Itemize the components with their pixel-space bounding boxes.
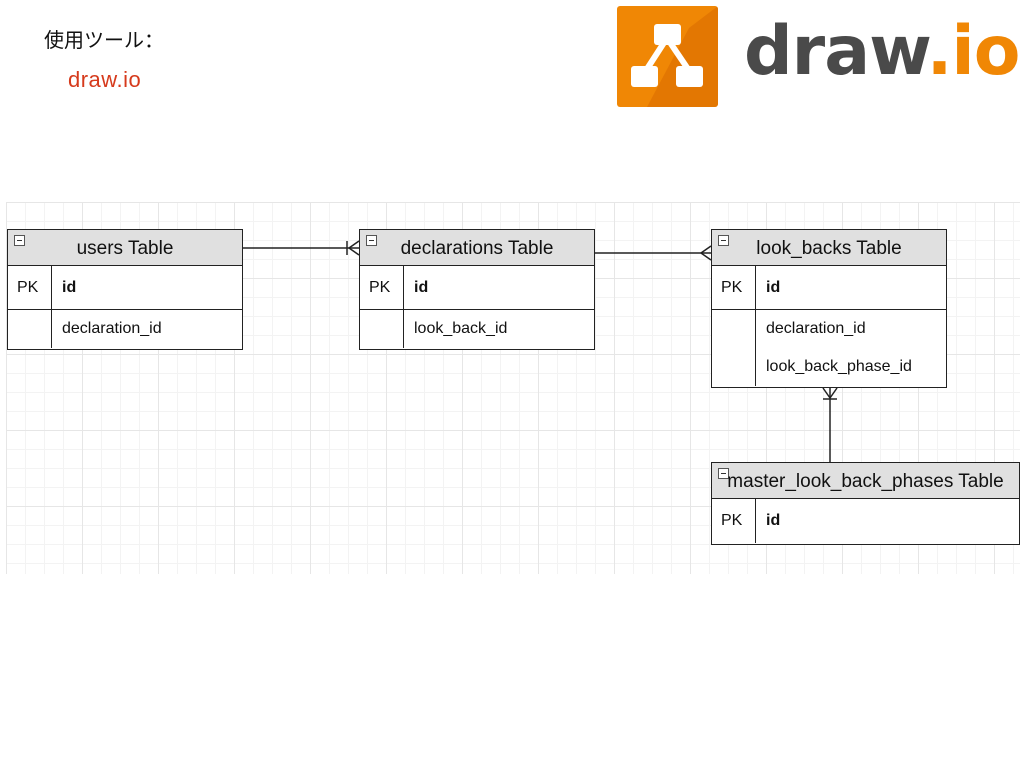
pk-label: PK [369,279,391,296]
pk-field: id [766,512,781,529]
field-name: declaration_id [62,320,162,337]
entity-header[interactable]: declarations Table [360,230,594,266]
key-column: PK [360,266,404,309]
pk-field: id [766,279,781,296]
field-name: look_back_id [414,320,508,337]
key-column: PK [712,266,756,309]
wordmark-word: draw [744,12,928,91]
tool-name: draw.io [68,67,142,92]
drawio-wordmark: draw.io [744,18,1020,86]
field-rows[interactable]: declaration_id look_back_phase_id [712,310,946,386]
key-column [712,310,756,386]
entity-header[interactable]: look_backs Table [712,230,946,266]
field-name: look_back_phase_id [766,358,912,375]
pk-row[interactable]: PK id [360,266,594,310]
entity-declarations[interactable]: declarations Table PK id look_back_id [359,229,595,350]
field-rows[interactable]: look_back_id [360,310,594,348]
pk-label: PK [721,512,743,529]
drawio-logo: draw.io [614,6,1020,108]
pk-field: id [62,279,77,296]
key-column [360,310,404,348]
field-rows[interactable]: declaration_id [8,310,242,348]
key-column: PK [712,499,756,543]
wordmark-suffix: .io [926,12,1021,91]
pk-row[interactable]: PK id [712,499,1019,543]
entity-title: look_backs Table [756,238,902,259]
entity-header[interactable]: master_look_back_phases Table [712,463,1019,499]
key-column: PK [8,266,52,309]
entity-title: declarations Table [400,238,554,259]
collapse-icon[interactable] [718,468,729,479]
pk-row[interactable]: PK id [8,266,242,310]
entity-header[interactable]: users Table [8,230,242,266]
entity-master-look-back-phases[interactable]: master_look_back_phases Table PK id [711,462,1020,545]
pk-label: PK [17,279,39,296]
collapse-icon[interactable] [366,235,377,246]
field-name: declaration_id [766,320,866,337]
pk-field: id [414,279,429,296]
collapse-icon[interactable] [14,235,25,246]
collapse-icon[interactable] [718,235,729,246]
entity-title: users Table [76,238,174,259]
drawio-logo-icon [617,6,718,107]
entity-look-backs[interactable]: look_backs Table PK id declaration_id lo… [711,229,947,388]
pk-row[interactable]: PK id [712,266,946,310]
tool-label: 使用ツール： [44,30,164,52]
entity-title: master_look_back_phases Table [727,471,1004,492]
key-column [8,310,52,348]
tool-caption: 使用ツール： draw.io [44,24,164,93]
entity-users[interactable]: users Table PK id declaration_id [7,229,243,350]
pk-label: PK [721,279,743,296]
